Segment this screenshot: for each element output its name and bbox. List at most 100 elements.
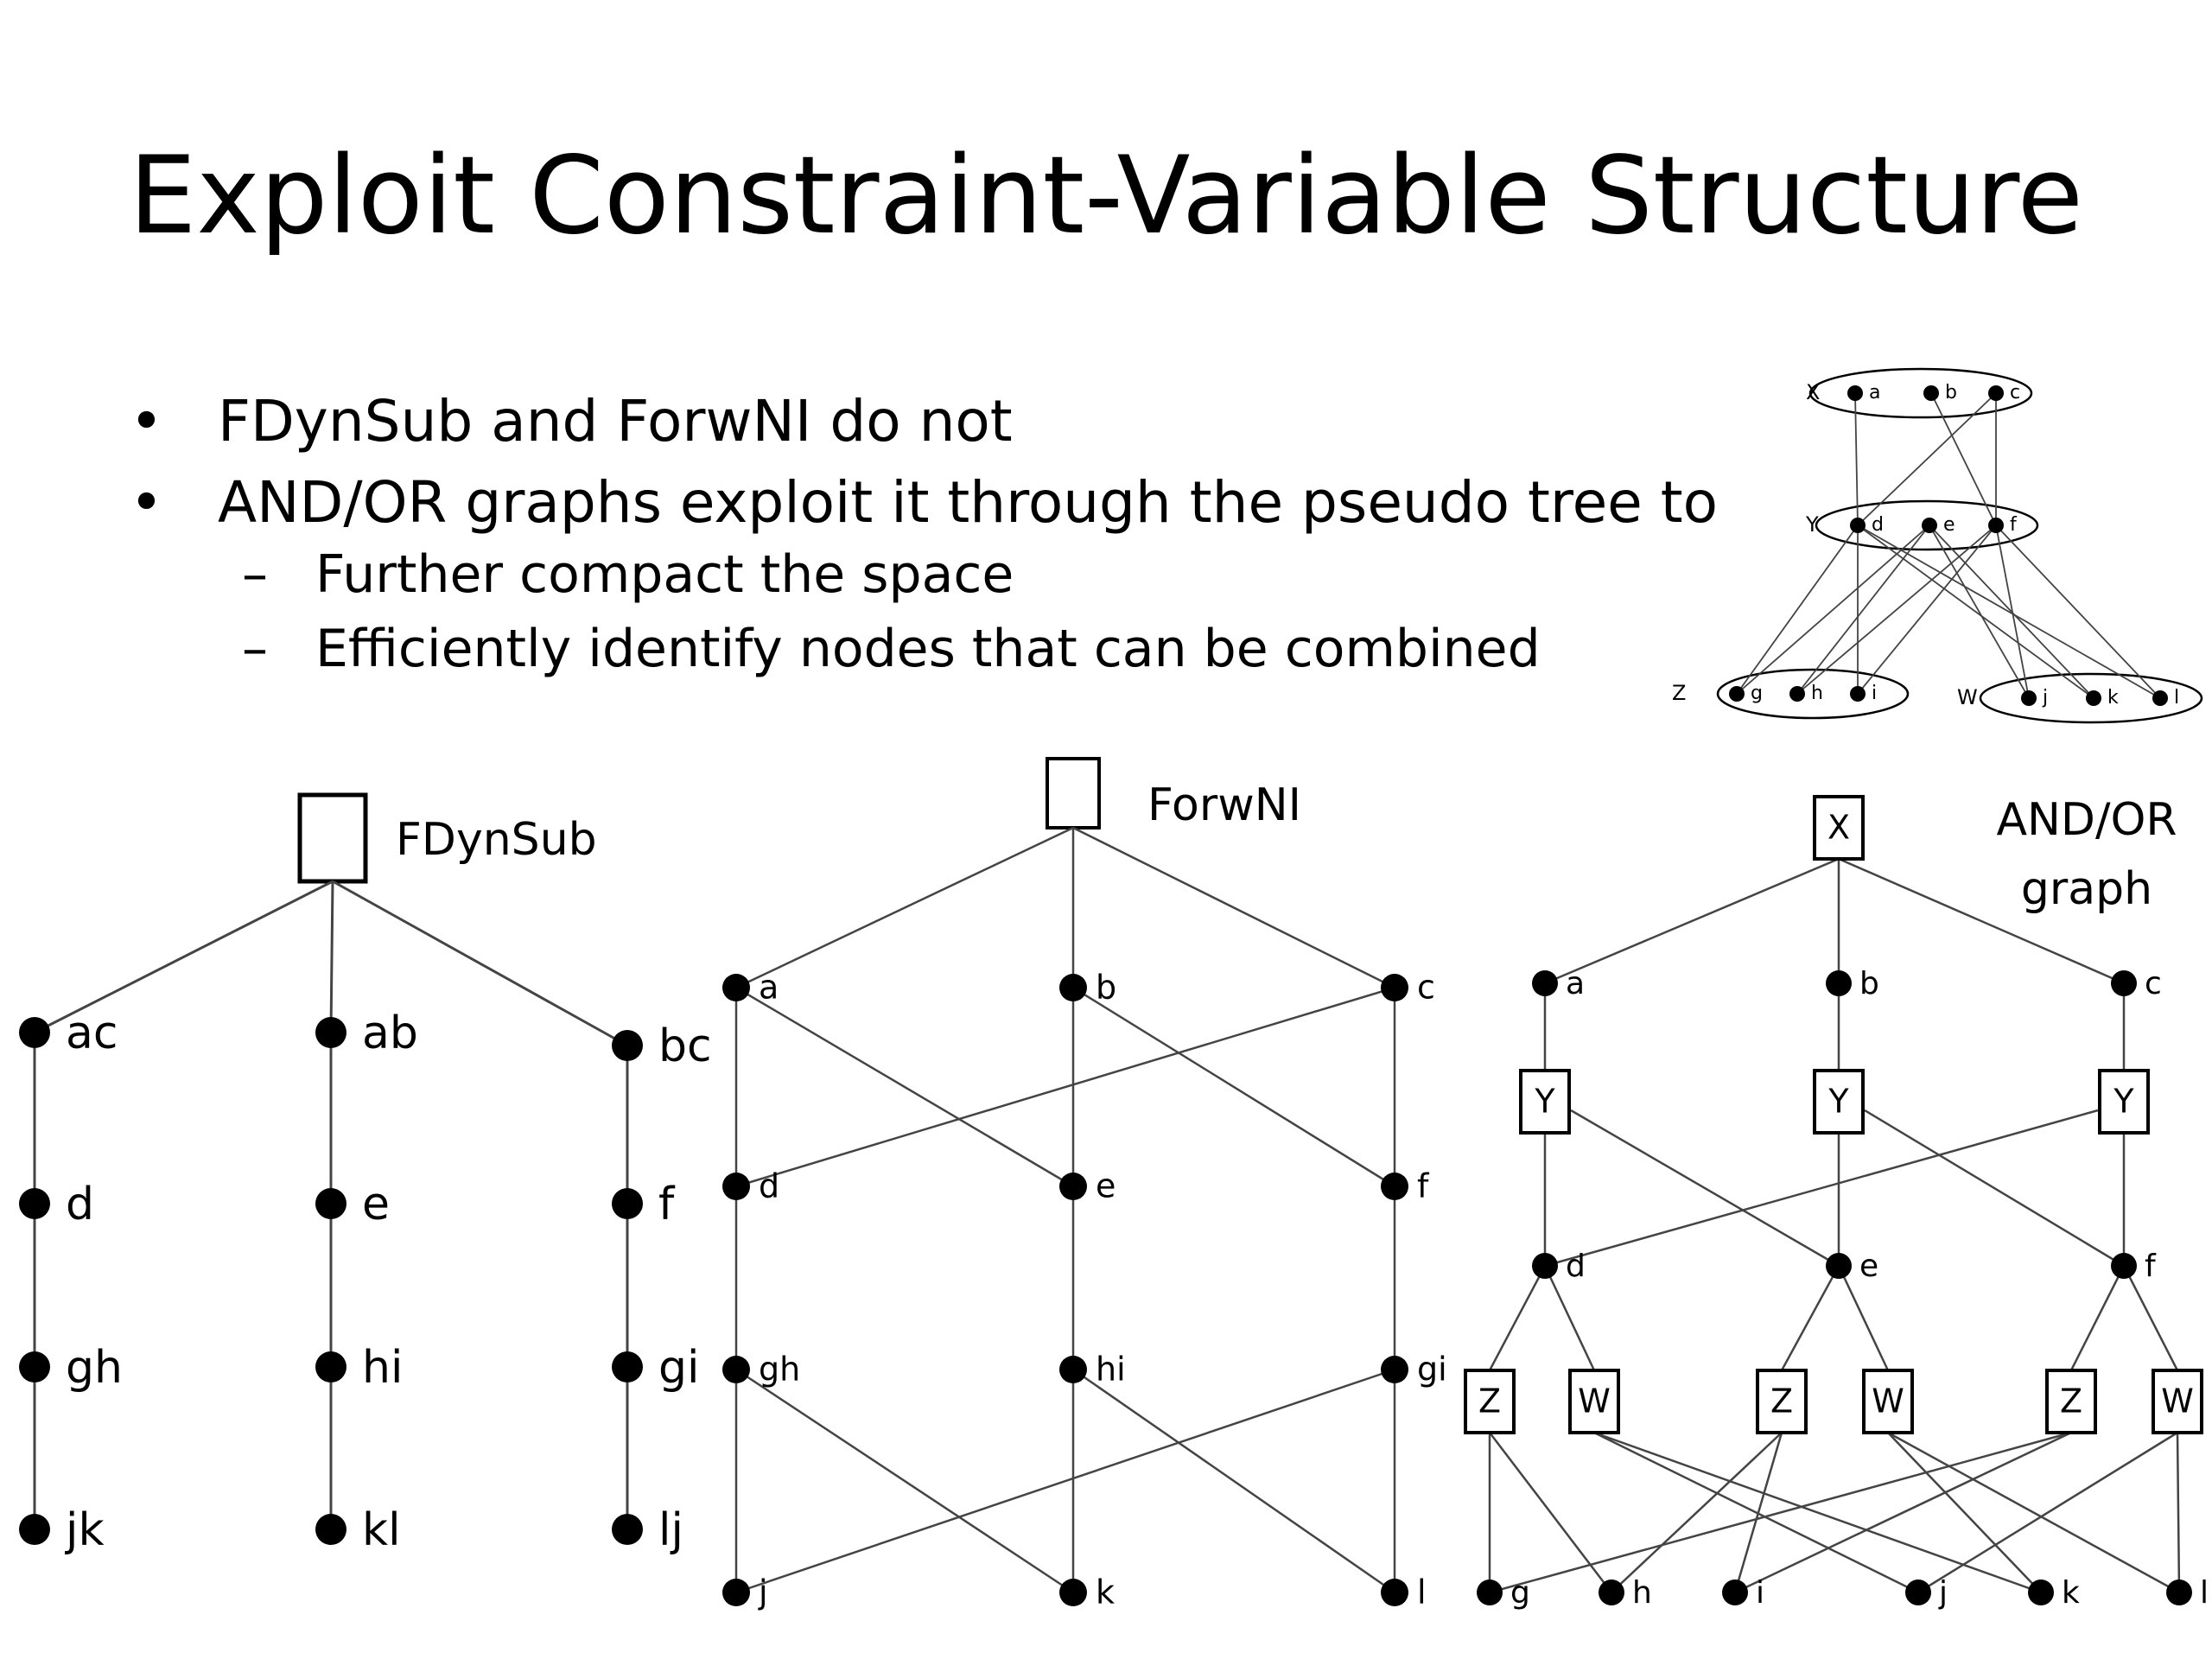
node-label: g xyxy=(1510,1575,1530,1611)
variable-group-ellipse xyxy=(1716,668,1910,720)
node-dot xyxy=(2152,690,2168,706)
node-label: gh xyxy=(66,1342,123,1394)
node-label: e xyxy=(1943,514,1955,536)
node-dot xyxy=(1988,385,2004,401)
node-label: e xyxy=(1096,1167,1116,1205)
node-label: f xyxy=(1417,1167,1430,1205)
node-label: hi xyxy=(1096,1351,1126,1389)
edge xyxy=(1857,524,2161,699)
or-node-box xyxy=(1519,1069,1571,1135)
node-dot xyxy=(1059,1356,1087,1383)
edge xyxy=(1838,857,2125,985)
node-label: f xyxy=(2145,1249,2157,1284)
node-dot xyxy=(1722,1580,1748,1605)
node-label: l xyxy=(2174,687,2179,709)
edge xyxy=(1887,1431,2180,1594)
node-label: X xyxy=(1806,380,1820,404)
node-label: h xyxy=(1632,1575,1652,1611)
or-node-box xyxy=(1813,795,1865,861)
node-label: W xyxy=(1957,685,1978,709)
node-dot xyxy=(1789,686,1805,702)
edge xyxy=(735,1368,1074,1594)
edge xyxy=(735,986,1074,1188)
node-label: graph xyxy=(2021,863,2152,915)
node-dot xyxy=(19,1514,50,1545)
node-dot xyxy=(1850,518,1866,533)
node-label: b xyxy=(1859,966,1879,1001)
node-label: lj xyxy=(658,1504,683,1556)
node-label: a xyxy=(1869,382,1880,404)
node-label: d xyxy=(1872,514,1884,536)
node-dot xyxy=(722,974,750,1001)
node-dot xyxy=(1923,385,1939,401)
node-label: gh xyxy=(759,1351,800,1389)
node-dot xyxy=(2111,970,2137,996)
node-label: Y xyxy=(2113,1083,2134,1121)
edge xyxy=(1489,1431,2072,1594)
node-label: X xyxy=(1827,809,1850,847)
node-label: AND/OR xyxy=(1996,794,2177,846)
node-label: ab xyxy=(362,1007,418,1059)
node-dot xyxy=(19,1017,50,1048)
node-label: d xyxy=(66,1179,94,1230)
node-dot xyxy=(2086,690,2101,706)
bullet-text: Efficiently identify nodes that can be c… xyxy=(315,619,1541,679)
fdynsub-root-node xyxy=(297,792,368,884)
node-dot xyxy=(1477,1580,1503,1605)
or-node-box xyxy=(2152,1369,2203,1434)
node-dot xyxy=(612,1030,643,1061)
edge xyxy=(1736,524,1859,695)
edge xyxy=(1796,524,1997,695)
node-dot xyxy=(1532,1253,1558,1279)
node-dot xyxy=(1059,974,1087,1001)
node-label: k xyxy=(1096,1573,1115,1611)
node-dot xyxy=(612,1351,643,1382)
slide-title: Exploit Constraint-Variable Structure xyxy=(129,134,2083,258)
node-dot xyxy=(722,1173,750,1200)
node-dot xyxy=(1988,518,2004,533)
or-node-box xyxy=(2045,1369,2097,1434)
node-dot xyxy=(315,1188,346,1219)
edge xyxy=(735,986,1395,1188)
node-label: gi xyxy=(658,1342,699,1394)
bullet-text: AND/OR graphs exploit it through the pse… xyxy=(218,469,1719,536)
or-node-box xyxy=(1862,1369,1914,1434)
edge xyxy=(1857,392,1997,526)
node-dot xyxy=(2021,690,2037,706)
node-label: ac xyxy=(66,1007,118,1059)
node-dot xyxy=(1850,686,1866,702)
node-dot xyxy=(1826,970,1852,996)
or-node-box xyxy=(1813,1069,1865,1135)
edge xyxy=(1857,524,1997,695)
edge xyxy=(1544,857,1840,985)
edge xyxy=(1734,1431,2072,1594)
node-dot xyxy=(612,1514,643,1545)
edge xyxy=(332,880,628,1047)
edge xyxy=(1543,1265,1596,1371)
node-dot xyxy=(612,1188,643,1219)
node-dot xyxy=(19,1188,50,1219)
bullet-marker: • xyxy=(130,388,163,454)
variable-group-ellipse xyxy=(1815,499,2039,551)
node-label: jk xyxy=(65,1504,105,1556)
node-label: FDynSub xyxy=(396,814,597,866)
node-label: Y xyxy=(1827,1083,1849,1121)
node-label: bc xyxy=(658,1020,712,1072)
edge xyxy=(1488,1265,1547,1371)
or-node-box xyxy=(1756,1369,1808,1434)
forwni-root-node xyxy=(1046,757,1101,830)
node-label: Z xyxy=(2060,1382,2082,1421)
node-label: c xyxy=(1417,969,1435,1007)
node-label: W xyxy=(1578,1382,1611,1421)
node-label: i xyxy=(1756,1575,1764,1611)
node-dot xyxy=(1922,518,1937,533)
node-label: e xyxy=(362,1179,390,1230)
node-label: gi xyxy=(1417,1351,1447,1389)
edge xyxy=(2176,1432,2181,1593)
edge xyxy=(1796,524,1930,695)
edge xyxy=(1593,1431,2042,1594)
bullet-text: Further compact the space xyxy=(315,544,1014,605)
node-dot xyxy=(722,1579,750,1606)
